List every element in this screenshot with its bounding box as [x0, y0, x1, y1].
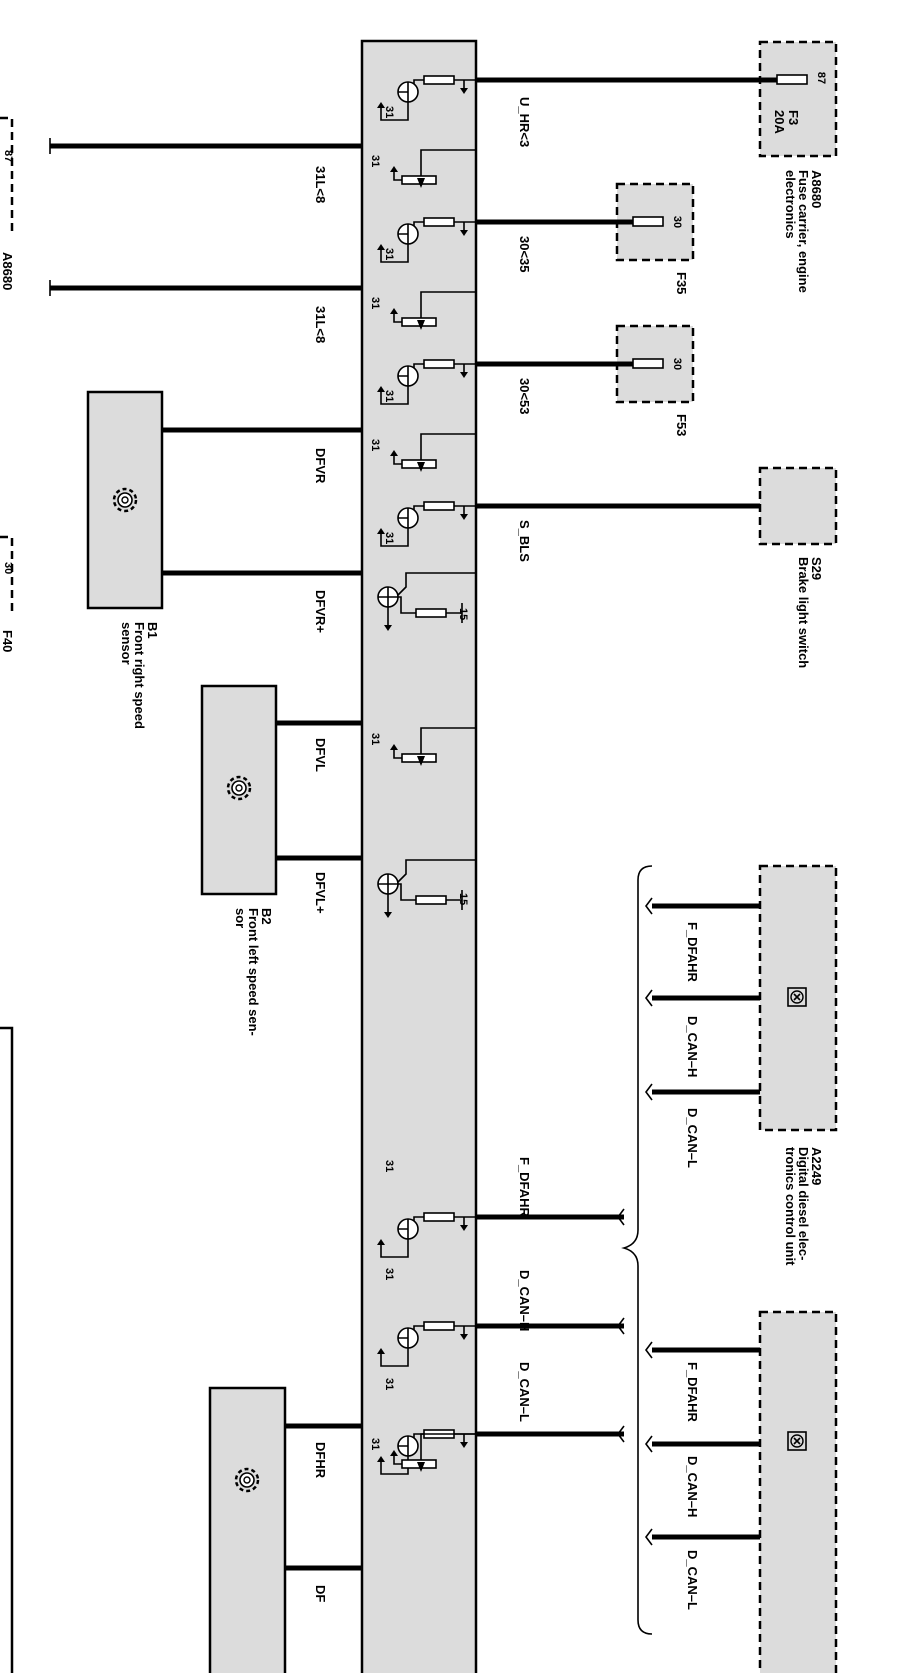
component-id-b2: B2 [259, 908, 274, 925]
signal-label: D_CAN–H [517, 1270, 532, 1331]
signal-label: 30<35 [517, 236, 532, 273]
pin-30: 30 [671, 216, 683, 228]
gear-icon [112, 487, 138, 513]
component-id-f53: F53 [674, 414, 689, 436]
signal-label: DF [313, 1585, 328, 1602]
component-id-a8680: A8680 [809, 170, 824, 208]
component-id-f40-partial: F40 [0, 630, 15, 652]
gear-icon [234, 1467, 260, 1493]
component-id-a2249: A2249 [809, 1147, 824, 1185]
component-id-b1: B1 [145, 622, 160, 639]
signal-label: S_BLS [517, 520, 532, 562]
control-unit-lower: F_DFAHR D_CAN–H D_CAN–L [645, 1310, 838, 1673]
terminal-31: 31 [383, 1378, 395, 1390]
lower-ecu-pin-label: F_DFAHR [685, 1362, 700, 1423]
signal-label: 30<53 [517, 378, 532, 415]
a2249-pin-label: D_CAN–H [685, 1016, 700, 1077]
component-desc-s29: Brake light switch [796, 557, 811, 668]
terminal-31: 31 [369, 155, 381, 167]
lower-ecu-pin-label: D_CAN–L [685, 1550, 700, 1610]
signal-label: DFVL+ [313, 872, 328, 914]
terminal-31: 31 [383, 248, 395, 260]
terminal-31: 31 [383, 106, 395, 118]
brake-light-switch-s29: S29 Brake light switch [758, 466, 838, 668]
speed-sensor-lower [208, 1386, 287, 1673]
pin-87: 87 [815, 72, 827, 84]
signal-label: DFVR [313, 448, 328, 484]
signal-labels: U_HR<3 30<35 30<53 S_BLS F_DFAHR D_CAN–H… [517, 97, 532, 1422]
terminal-labels: 31 31 31 31 31 31 31 31 31 31 31 31 15 1… [369, 106, 469, 1450]
ecu-icon [787, 987, 807, 1007]
terminal-31: 31 [369, 733, 381, 745]
fuse-f35: 30 F35 [615, 182, 695, 294]
signal-label: DFVL [313, 738, 328, 772]
terminal-31: 31 [369, 439, 381, 451]
terminal-31: 31 [369, 297, 381, 309]
signal-label: U_HR<3 [517, 97, 532, 147]
component-id-f35: F35 [674, 272, 689, 294]
fuse-f40-partial: 30 F40 [0, 535, 15, 652]
pin-30: 30 [2, 562, 14, 574]
control-unit-a2249: A2249 Digital diesel elec- tronics contr… [645, 864, 838, 1266]
pin-30: 30 [671, 358, 683, 370]
gear-icon [226, 775, 252, 801]
component-desc-a2249-2: tronics control unit [783, 1147, 798, 1266]
a2249-pin-label: D_CAN–L [685, 1108, 700, 1168]
terminal-31: 31 [383, 532, 395, 544]
component-id-a8680-partial: A8680 [0, 252, 15, 290]
fuse-f53: 30 F53 [615, 324, 695, 436]
control-module [360, 39, 478, 1673]
ecu-icon [787, 1431, 807, 1451]
fuse-rating: 20A [772, 110, 787, 134]
signal-label: 31L<8 [313, 166, 328, 203]
component-id-s29: S29 [809, 557, 824, 580]
fuse-carrier-a8680: 87 F3 20A A8680 Fuse carrier, engine ele… [758, 40, 838, 293]
left-wires [49, 138, 362, 1571]
fuse-id-f3: F3 [786, 110, 801, 125]
right-wires [476, 77, 777, 1443]
component-desc-b1-2: sensor [119, 622, 134, 665]
signal-label: F_DFAHR [517, 1157, 532, 1218]
pin-87: 87 [2, 150, 14, 162]
component-desc-a8680-2: electronics [783, 170, 798, 239]
bus-brace [621, 865, 653, 1635]
component-desc-b2-2: sor [233, 908, 248, 928]
module-partial [0, 1026, 14, 1673]
signal-label: DFVR+ [313, 590, 328, 633]
terminal-31: 31 [383, 1268, 395, 1280]
terminal-31: 31 [383, 1160, 395, 1172]
signal-label: D_CAN–L [517, 1362, 532, 1422]
a2249-pin-label: F_DFAHR [685, 922, 700, 983]
lower-ecu-pin-label: D_CAN–H [685, 1456, 700, 1517]
component-desc-b2-1: Front left speed sen- [246, 908, 261, 1036]
component-desc-a8680-1: Fuse carrier, engine [796, 170, 811, 293]
component-desc-a2249-1: Digital diesel elec- [796, 1147, 811, 1260]
terminal-31: 31 [383, 390, 395, 402]
terminal-15: 15 [457, 608, 469, 620]
fuse-carrier-a8680-partial: 87 A8680 [0, 116, 15, 290]
left-signal-labels: 31L<8 31L<8 DFVR DFVR+ DFVL DFVL+ DFHR D… [313, 166, 328, 1602]
terminal-31: 31 [369, 1438, 381, 1450]
terminal-15: 15 [457, 893, 469, 905]
signal-label: DFHR [313, 1442, 328, 1479]
signal-label: 31L<8 [313, 306, 328, 343]
speed-sensor-b2: B2 Front left speed sen- sor [200, 684, 278, 1036]
speed-sensor-b1: B1 Front right speed sensor [86, 390, 164, 729]
component-desc-b1-1: Front right speed [132, 622, 147, 729]
